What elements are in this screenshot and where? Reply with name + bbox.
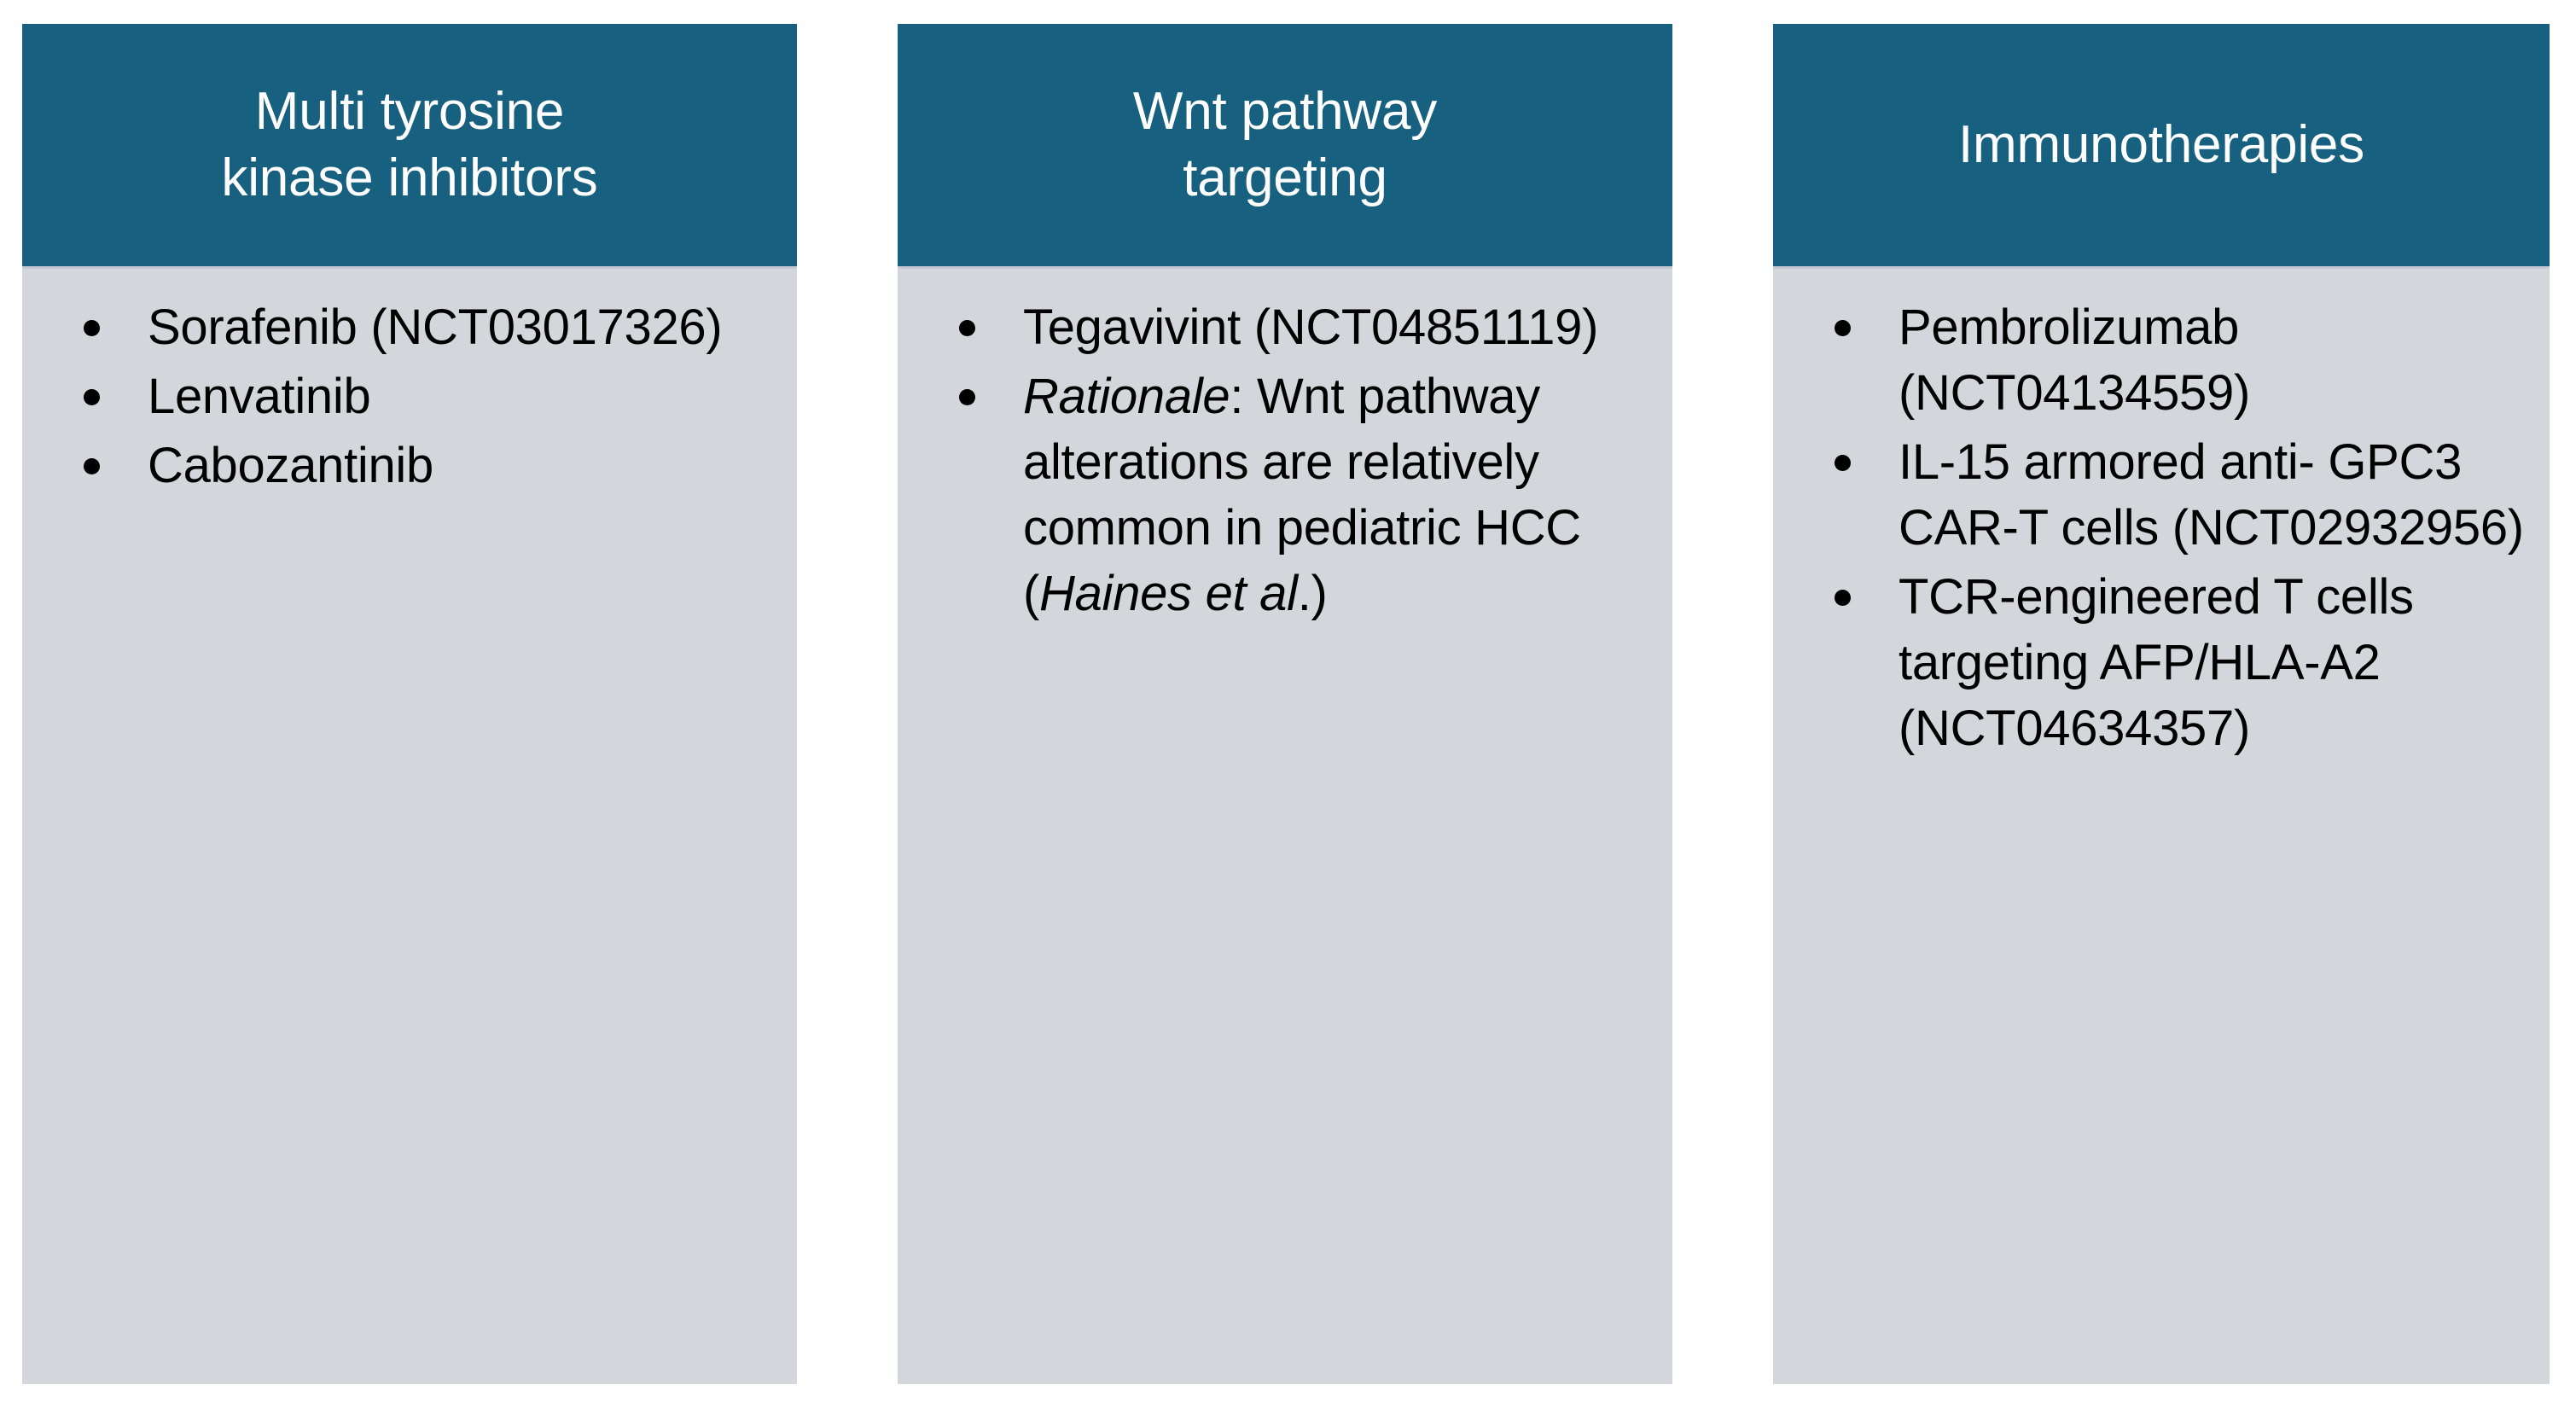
bullet-list-immunotherapies: Pembrolizumab (NCT04134559) IL-15 armore…: [1788, 294, 2534, 761]
bullet-dot-icon: [84, 320, 100, 336]
list-item-text: Cabozantinib: [148, 438, 433, 493]
category-column-wnt-pathway-targeting: Wnt pathway targeting Tegavivint (NCT048…: [898, 24, 1672, 1384]
bullet-list-wnt-pathway-targeting: Tegavivint (NCT04851119) Rationale: Wnt …: [913, 294, 1657, 626]
bullet-dot-icon: [1835, 455, 1851, 471]
list-item: Cabozantinib: [38, 433, 782, 498]
list-item-text: Pembrolizumab (NCT04134559): [1899, 300, 2250, 421]
column-body-wnt-pathway-targeting: Tegavivint (NCT04851119) Rationale: Wnt …: [898, 266, 1672, 1384]
list-item-text: Tegavivint (NCT04851119): [1023, 300, 1599, 355]
column-header-multi-tyrosine-kinase-inhibitors: Multi tyrosine kinase inhibitors: [22, 24, 797, 266]
category-column-multi-tyrosine-kinase-inhibitors: Multi tyrosine kinase inhibitors Sorafen…: [22, 24, 797, 1384]
column-body-immunotherapies: Pembrolizumab (NCT04134559) IL-15 armore…: [1773, 266, 2550, 1384]
bullet-dot-icon: [84, 389, 100, 405]
column-header-wnt-pathway-targeting: Wnt pathway targeting: [898, 24, 1672, 266]
column-header-immunotherapies: Immunotherapies: [1773, 24, 2550, 266]
list-item-text: Lenvatinib: [148, 369, 371, 424]
rationale-body: : Wnt pathway alterations are relatively…: [1023, 369, 1581, 621]
list-item-text: Sorafenib (NCT03017326): [148, 300, 723, 355]
list-item: Pembrolizumab (NCT04134559): [1788, 294, 2534, 426]
bullet-list-multi-tyrosine-kinase-inhibitors: Sorafenib (NCT03017326) Lenvatinib Caboz…: [38, 294, 782, 498]
category-column-immunotherapies: Immunotherapies Pembrolizumab (NCT041345…: [1773, 24, 2550, 1384]
column-body-multi-tyrosine-kinase-inhibitors: Sorafenib (NCT03017326) Lenvatinib Caboz…: [22, 266, 797, 1384]
bullet-dot-icon: [959, 389, 975, 405]
list-item: IL-15 armored anti- GPC3 CAR-T cells (NC…: [1788, 429, 2534, 561]
list-item-rationale: Rationale: Wnt pathway alterations are r…: [913, 364, 1657, 626]
list-item-text: TCR-engineered T cells targeting AFP/HLA…: [1899, 569, 2414, 756]
list-item: Lenvatinib: [38, 364, 782, 429]
rationale-citation: Haines et al: [1039, 566, 1298, 621]
bullet-dot-icon: [1835, 590, 1851, 606]
bullet-dot-icon: [84, 458, 100, 474]
bullet-dot-icon: [959, 320, 975, 336]
rationale-label: Rationale: [1023, 369, 1230, 424]
list-item: Tegavivint (NCT04851119): [913, 294, 1657, 360]
rationale-tail: .): [1297, 566, 1328, 621]
bullet-dot-icon: [1835, 320, 1851, 336]
list-item: Sorafenib (NCT03017326): [38, 294, 782, 360]
list-item-text: IL-15 armored anti- GPC3 CAR-T cells (NC…: [1899, 434, 2524, 556]
list-item: TCR-engineered T cells targeting AFP/HLA…: [1788, 564, 2534, 761]
